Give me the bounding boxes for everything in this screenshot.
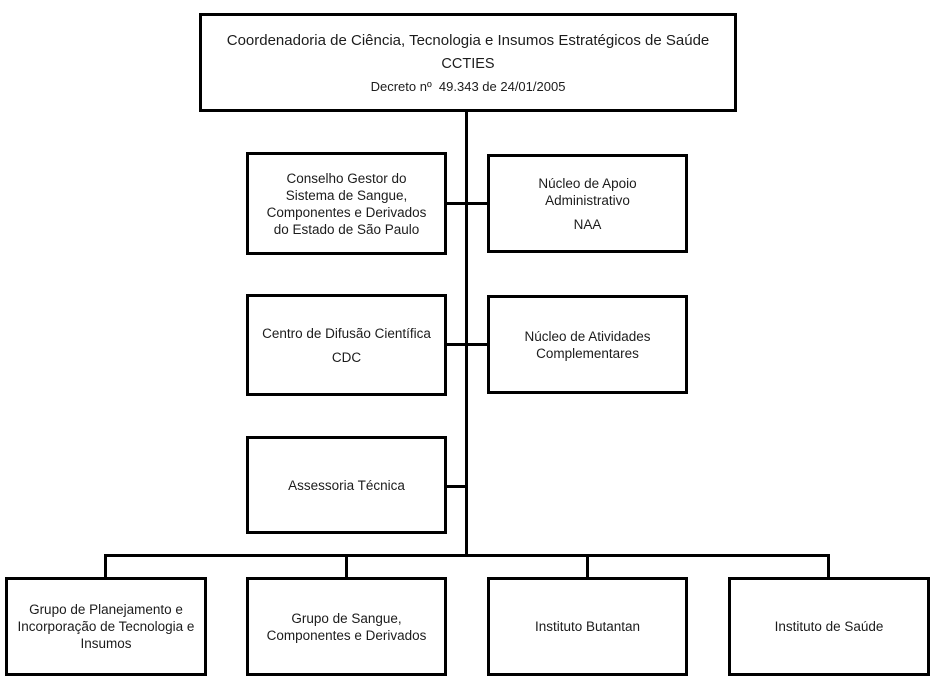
- box-grupo-sangue-componentes-derivados: Grupo de Sangue, Componentes e Derivados: [246, 577, 447, 676]
- box-label: Conselho Gestor do Sistema de Sangue, Co…: [266, 170, 427, 237]
- box-conselho-gestor: Conselho Gestor do Sistema de Sangue, Co…: [246, 152, 447, 255]
- box-assessoria-tecnica: Assessoria Técnica: [246, 436, 447, 534]
- drop-connector-line-2: [345, 554, 348, 578]
- root-decree: Decreto nº 49.343 de 24/01/2005: [370, 78, 566, 94]
- box-nucleo-apoio-administrativo: Núcleo de Apoio Administrativo NAA: [487, 154, 688, 253]
- box-instituto-saude: Instituto de Saúde: [728, 577, 930, 676]
- box-grupo-planejamento-incorporacao: Grupo de Planejamento e Incorporação de …: [5, 577, 207, 676]
- box-instituto-butantan: Instituto Butantan: [487, 577, 688, 676]
- box-label: Núcleo de Apoio Administrativo: [538, 175, 637, 208]
- box-label: Centro de Difusão Científica: [262, 325, 431, 341]
- box-acronym: CDC: [331, 349, 362, 365]
- box-label: Grupo de Sangue, Componentes e Derivados: [266, 610, 427, 643]
- row2-cross-connector-line: [445, 343, 489, 346]
- box-acronym: NAA: [573, 216, 602, 232]
- box-label: Assessoria Técnica: [288, 477, 405, 493]
- trunk-connector-line: [465, 112, 468, 557]
- row3-stub-connector-line: [445, 485, 468, 488]
- box-label: Grupo de Planejamento e Incorporação de …: [17, 602, 195, 651]
- box-label: Instituto de Saúde: [774, 619, 884, 634]
- bottom-rail-connector-line: [104, 554, 830, 557]
- box-label: Instituto Butantan: [534, 619, 641, 634]
- drop-connector-line-4: [827, 554, 830, 578]
- drop-connector-line-3: [586, 554, 589, 578]
- root-box-ccties: Coordenadoria de Ciência, Tecnologia e I…: [199, 13, 737, 112]
- row1-cross-connector-line: [445, 202, 489, 205]
- root-acronym: CCTIES: [441, 55, 495, 72]
- root-title: Coordenadoria de Ciência, Tecnologia e I…: [226, 31, 710, 49]
- box-nucleo-atividades-complementares: Núcleo de Atividades Complementares: [487, 295, 688, 394]
- drop-connector-line-1: [104, 554, 107, 578]
- box-label: Núcleo de Atividades Complementares: [524, 328, 651, 361]
- box-centro-difusao-cientifica: Centro de Difusão Científica CDC: [246, 294, 447, 396]
